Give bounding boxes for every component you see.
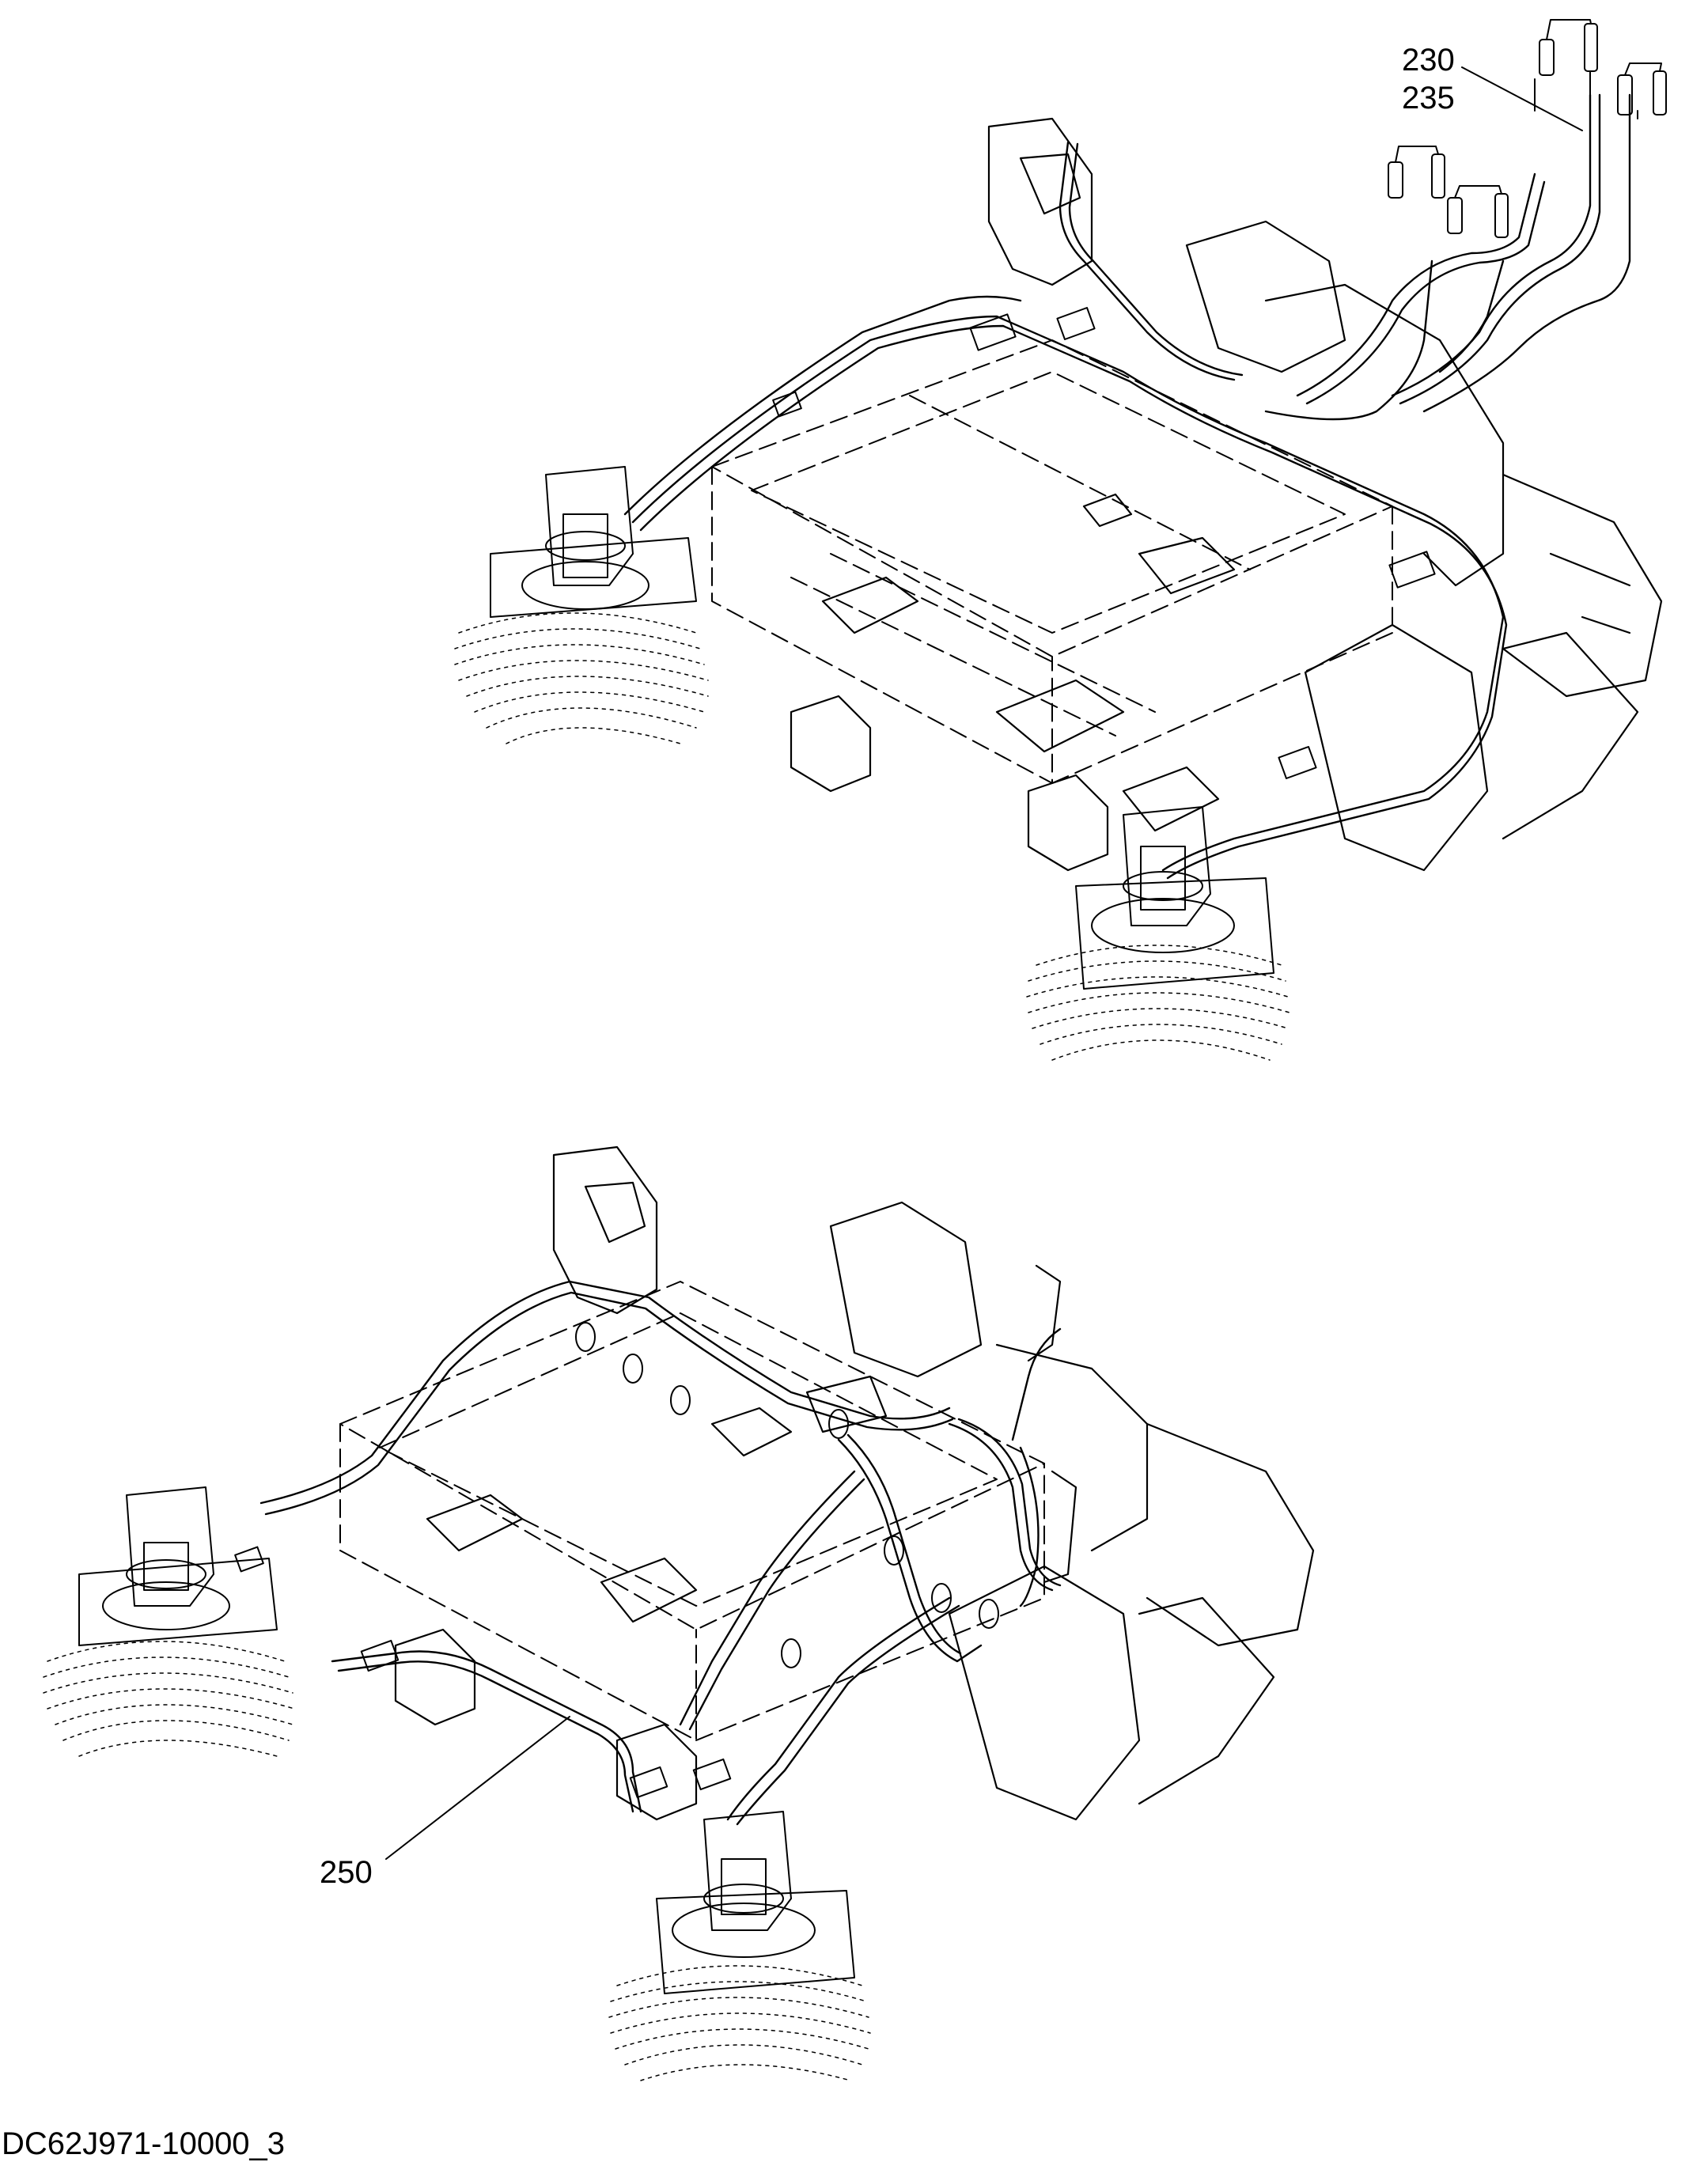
callout-leader-230 bbox=[1461, 66, 1583, 131]
upper-hose-fittings bbox=[1388, 19, 1667, 238]
lower-hose-clamps bbox=[234, 1322, 999, 1799]
upper-hose-clamps bbox=[772, 307, 1436, 779]
lower-hoses bbox=[259, 1280, 1062, 1826]
upper-frame bbox=[790, 117, 1663, 872]
callout-leader-250 bbox=[385, 1716, 570, 1860]
lower-left-brush bbox=[43, 1486, 295, 1757]
lower-frame bbox=[394, 1145, 1315, 1821]
document-code: DC62J971-10000_3 bbox=[2, 2126, 286, 2161]
upper-chassis-outline bbox=[711, 339, 1393, 784]
callout-235: 235 bbox=[1402, 81, 1455, 115]
upper-left-brush bbox=[454, 466, 709, 744]
callout-230: 230 bbox=[1402, 43, 1455, 78]
lower-assembly-view bbox=[43, 1145, 1315, 2081]
lower-chassis-outline bbox=[339, 1281, 1045, 1741]
upper-assembly-view bbox=[454, 19, 1667, 1061]
upper-hoses bbox=[623, 93, 1631, 880]
callout-250: 250 bbox=[320, 1855, 373, 1890]
lower-right-brush bbox=[608, 1811, 871, 2081]
upper-right-brush bbox=[1026, 806, 1290, 1061]
